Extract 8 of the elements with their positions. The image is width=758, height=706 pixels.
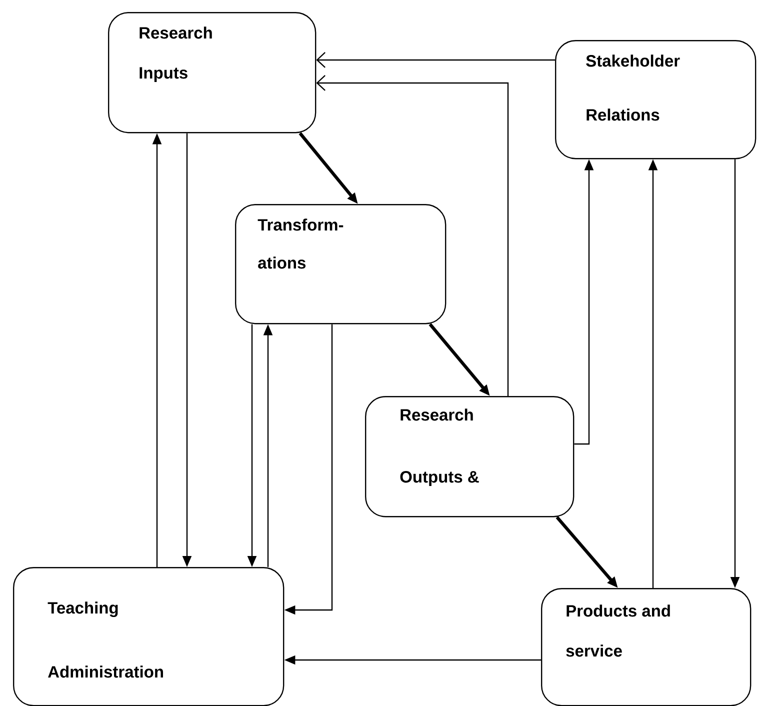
process-box: Research Outputs & — [365, 396, 574, 518]
process-box: Transform- ations — [235, 204, 446, 324]
process-box: Products and service — [541, 588, 752, 706]
arrow — [316, 52, 555, 68]
arrow — [316, 75, 509, 396]
process-box: Teaching Administration — [13, 567, 284, 706]
process-box: Research Inputs — [108, 12, 316, 134]
process-box: Stakeholder Relations — [555, 40, 756, 160]
